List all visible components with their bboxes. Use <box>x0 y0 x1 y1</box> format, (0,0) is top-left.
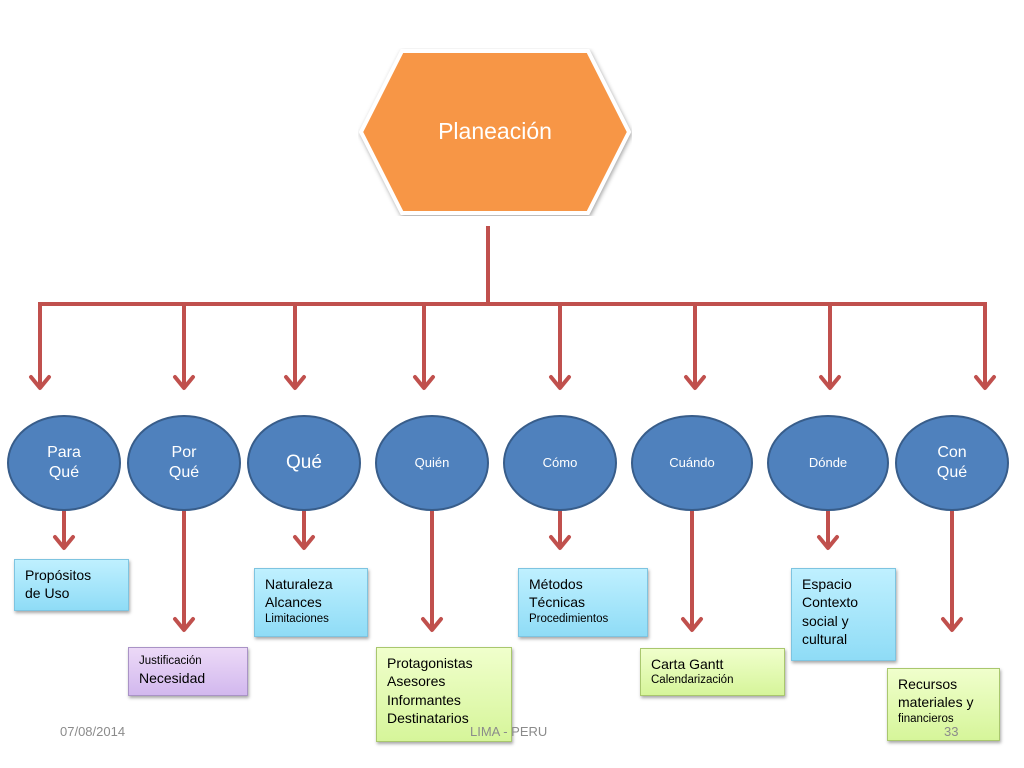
footer-page-number: 33 <box>944 724 959 739</box>
node-label-line: Por <box>171 444 197 462</box>
detail-box-text: Destinatarios <box>387 710 469 727</box>
arrow-down-icon <box>284 375 306 390</box>
root-node-label: Planeación <box>438 117 552 144</box>
detail-box-text: Informantes <box>387 691 461 708</box>
detail-box-para-que: Propósitos de Uso <box>14 559 129 611</box>
arrow-down-icon <box>293 535 315 550</box>
detail-box-text: Alcances <box>265 594 322 611</box>
node-label: Dónde <box>809 455 847 471</box>
arrow-down-icon <box>549 375 571 390</box>
arrow-down-icon <box>53 535 75 550</box>
node-label: Cuándo <box>669 455 715 471</box>
node-label-line: Qué <box>936 464 968 481</box>
arrow-down-icon <box>941 617 963 632</box>
node-label-line: Qué <box>168 464 200 481</box>
detail-box-text: de Uso <box>25 585 70 602</box>
arrow-down-icon <box>819 375 841 390</box>
detail-box-text: Asesores <box>387 673 446 690</box>
node-que: Qué <box>247 415 361 511</box>
arrow-down-icon <box>684 375 706 390</box>
node-como: Cómo <box>503 415 617 511</box>
footer-location: LIMA - PERU <box>470 724 548 739</box>
detail-box-subtext: Calendarización <box>651 674 734 687</box>
detail-box-text: Contexto <box>802 594 859 611</box>
arrow-down-icon <box>817 535 839 550</box>
node-quien: Quién <box>375 415 489 511</box>
node-label-line: Qué <box>286 452 322 474</box>
arrow-down-icon <box>421 617 443 632</box>
node-label-line: Cuándo <box>669 455 715 471</box>
node-label: Cómo <box>543 455 578 471</box>
detail-box-text: social y <box>802 612 849 629</box>
detail-box-text: Naturaleza <box>265 576 333 592</box>
detail-box-subtext: Procedimientos <box>529 612 609 625</box>
node-label-line: Con <box>937 444 967 462</box>
detail-box-text: Carta Gantt <box>651 656 724 672</box>
hexagon-shape <box>358 49 632 215</box>
detail-box-text: Propósitos <box>25 567 92 583</box>
arrow-down-icon <box>29 375 51 390</box>
detail-box-subtext: financieros <box>898 712 954 725</box>
detail-box-text: Recursos <box>898 676 958 692</box>
node-label-line: Dónde <box>808 455 848 471</box>
footer-date: 07/08/2014 <box>60 724 126 739</box>
node-label-line: Cómo <box>542 455 578 471</box>
detail-box-text: Protagonistas <box>387 655 473 671</box>
detail-box-text: cultural <box>802 631 848 648</box>
node-label-line: Qué <box>48 464 80 481</box>
node-label-line: Quién <box>414 455 450 471</box>
arrow-down-icon <box>413 375 435 390</box>
node-cuando: Cuándo <box>631 415 753 511</box>
detail-box-text: Espacio <box>802 576 852 592</box>
node-label-line: Para <box>47 444 81 462</box>
node-label: Quién <box>415 455 450 471</box>
root-node-planeacion: Planeación <box>358 48 632 216</box>
detail-box-text: Técnicas <box>529 594 586 611</box>
arrow-down-icon <box>681 617 703 632</box>
detail-box-text: Necesidad <box>139 670 206 687</box>
arrow-down-icon <box>974 375 996 390</box>
node-label: Qué <box>286 451 322 474</box>
arrow-down-icon <box>173 617 195 632</box>
arrow-down-icon <box>549 535 571 550</box>
detail-box-subtext: Justificación <box>139 655 202 667</box>
detail-box-text: Métodos <box>529 576 583 592</box>
detail-box-text: materiales y <box>898 694 974 711</box>
arrow-down-icon <box>173 375 195 390</box>
node-donde: Dónde <box>767 415 889 511</box>
detail-box-subtext: Limitaciones <box>265 612 329 625</box>
